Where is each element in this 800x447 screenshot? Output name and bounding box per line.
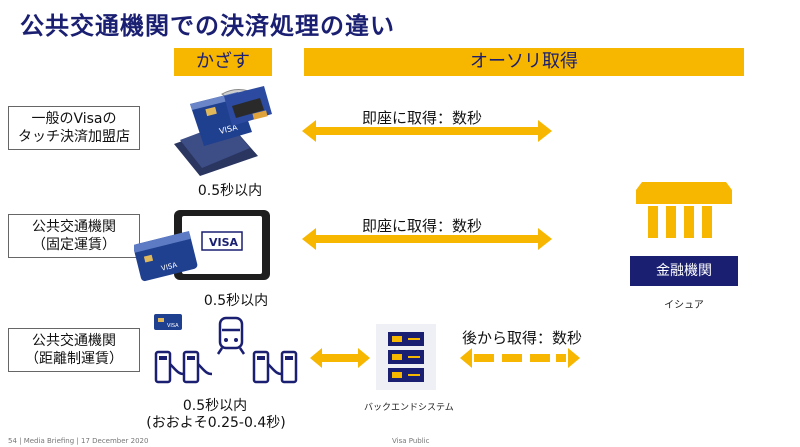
arrow-text-transit-distance: 後から取得：数秒 <box>462 329 583 347</box>
dashed-double-arrow-icon <box>460 348 580 368</box>
tap-time-transit-fixed: 0.5秒以内 <box>203 293 269 309</box>
card-brand-text: VISA <box>160 261 178 273</box>
footer-left: 54 | Media Briefing | 17 December 2020 <box>8 437 149 445</box>
page-title: 公共交通機関での決済処理の違い <box>20 12 395 40</box>
row-label-line2: タッチ決済加盟店 <box>18 129 130 145</box>
row-label-line1: 公共交通機関 <box>32 333 116 349</box>
arrow-text-transit-fixed: 即座に取得：数秒 <box>362 217 483 235</box>
arrow-text-merchant: 即座に取得：数秒 <box>362 109 483 127</box>
row-label-line2: （距離制運賃） <box>25 351 123 367</box>
bank-building-icon <box>636 182 732 238</box>
card-brand-text: VISA <box>209 236 239 249</box>
backend-caption: バックエンドシステム <box>364 403 454 413</box>
row-label-line2: （固定運賃） <box>32 237 116 253</box>
row-label-transit-distance: 公共交通機関 （距離制運賃） <box>8 328 140 372</box>
double-arrow-icon <box>310 348 370 368</box>
transit-gates-icon: VISA <box>154 314 298 384</box>
tap-time-merchant: 0.5秒以内 <box>197 183 263 199</box>
row-label-transit-fixed: 公共交通機関 （固定運賃） <box>8 214 140 258</box>
tap-time-transit-distance: 0.5秒以内 <box>182 398 248 414</box>
pos-terminal-icon: VISA <box>174 86 272 176</box>
footer-center: Visa Public <box>392 437 430 445</box>
card-brand-text: VISA <box>218 123 239 136</box>
bank-label: 金融機関 <box>630 256 738 286</box>
row-label-line1: 公共交通機関 <box>32 219 116 235</box>
row-label-line1: 一般のVisaの <box>31 111 117 127</box>
bank-caption: イシュア <box>664 300 704 311</box>
double-arrow-icon <box>302 228 552 250</box>
server-icon <box>376 324 436 390</box>
row-label-merchant: 一般のVisaの タッチ決済加盟店 <box>8 106 140 150</box>
card-brand-text: VISA <box>167 323 179 329</box>
header-authorization: オーソリ取得 <box>304 48 744 76</box>
tap-time-transit-distance-range: (おおよそ0.25-0.4秒) <box>146 415 286 431</box>
tablet-reader-icon: VISA VISA <box>134 210 270 282</box>
double-arrow-icon <box>302 120 552 142</box>
header-tap: かざす <box>174 48 272 76</box>
